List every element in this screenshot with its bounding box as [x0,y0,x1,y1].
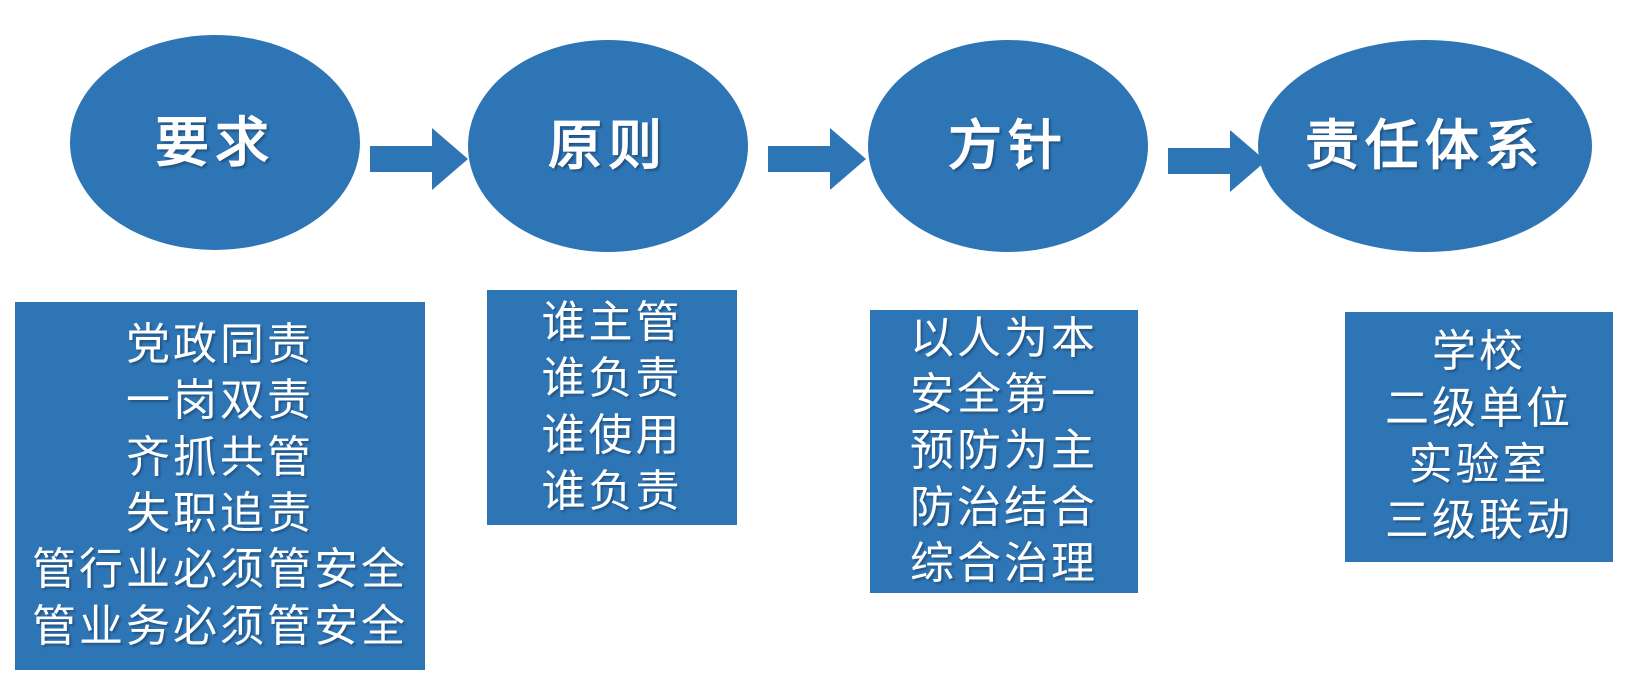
right-arrow-icon [768,128,866,190]
textbox-line: 以人为本 [910,312,1098,364]
textbox-line: 一岗双责 [126,375,314,427]
connector-arrow-1 [370,128,468,190]
textbox-line: 谁主管 [541,296,683,348]
stage-ellipse-label: 原则 [548,114,668,177]
textbox-line: 管行业必须管安全 [32,544,408,596]
textbox-line: 防治结合 [910,481,1098,533]
connector-arrow-3 [1168,130,1266,192]
right-arrow-icon [370,128,468,190]
right-arrow-icon [1168,130,1266,192]
textbox-line: 失职追责 [126,488,314,539]
stage-textbox-principles[interactable]: 谁主管 谁负责 谁使用 谁负责 [487,290,737,525]
stage-ellipse-label: 要求 [155,110,275,174]
textbox-line: 谁使用 [541,409,683,461]
stage-ellipse-label: 责任体系 [1305,114,1545,177]
textbox-line: 谁负责 [541,465,683,517]
stage-ellipse-requirements[interactable]: 要求 [70,35,360,250]
textbox-line: 实验室 [1408,439,1550,490]
textbox-line: 谁负责 [541,353,683,405]
connector-arrow-2 [768,128,866,190]
textbox-line: 齐抓共管 [126,431,314,483]
stage-textbox-responsibility-system[interactable]: 学校 二级单位 实验室 三级联动 [1345,312,1613,562]
stage-ellipse-label: 方针 [948,114,1068,177]
stage-ellipse-principles[interactable]: 原则 [468,40,748,252]
textbox-line: 党政同责 [126,319,314,371]
stage-ellipse-policy[interactable]: 方针 [868,40,1148,252]
stage-ellipse-responsibility-system[interactable]: 责任体系 [1258,40,1592,252]
stage-textbox-policy[interactable]: 以人为本 安全第一 预防为主 防治结合 综合治理 [870,310,1138,593]
textbox-line: 二级单位 [1385,382,1573,434]
textbox-line: 预防为主 [910,425,1098,477]
textbox-line: 综合治理 [910,537,1098,589]
textbox-line: 三级联动 [1385,495,1573,547]
textbox-line: 安全第一 [910,369,1098,421]
stage-textbox-requirements[interactable]: 党政同责 一岗双责 齐抓共管 失职追责 管行业必须管安全 管业务必须管安全 [15,302,425,670]
textbox-line: 管业务必须管安全 [32,600,408,652]
textbox-line: 学校 [1432,326,1526,378]
